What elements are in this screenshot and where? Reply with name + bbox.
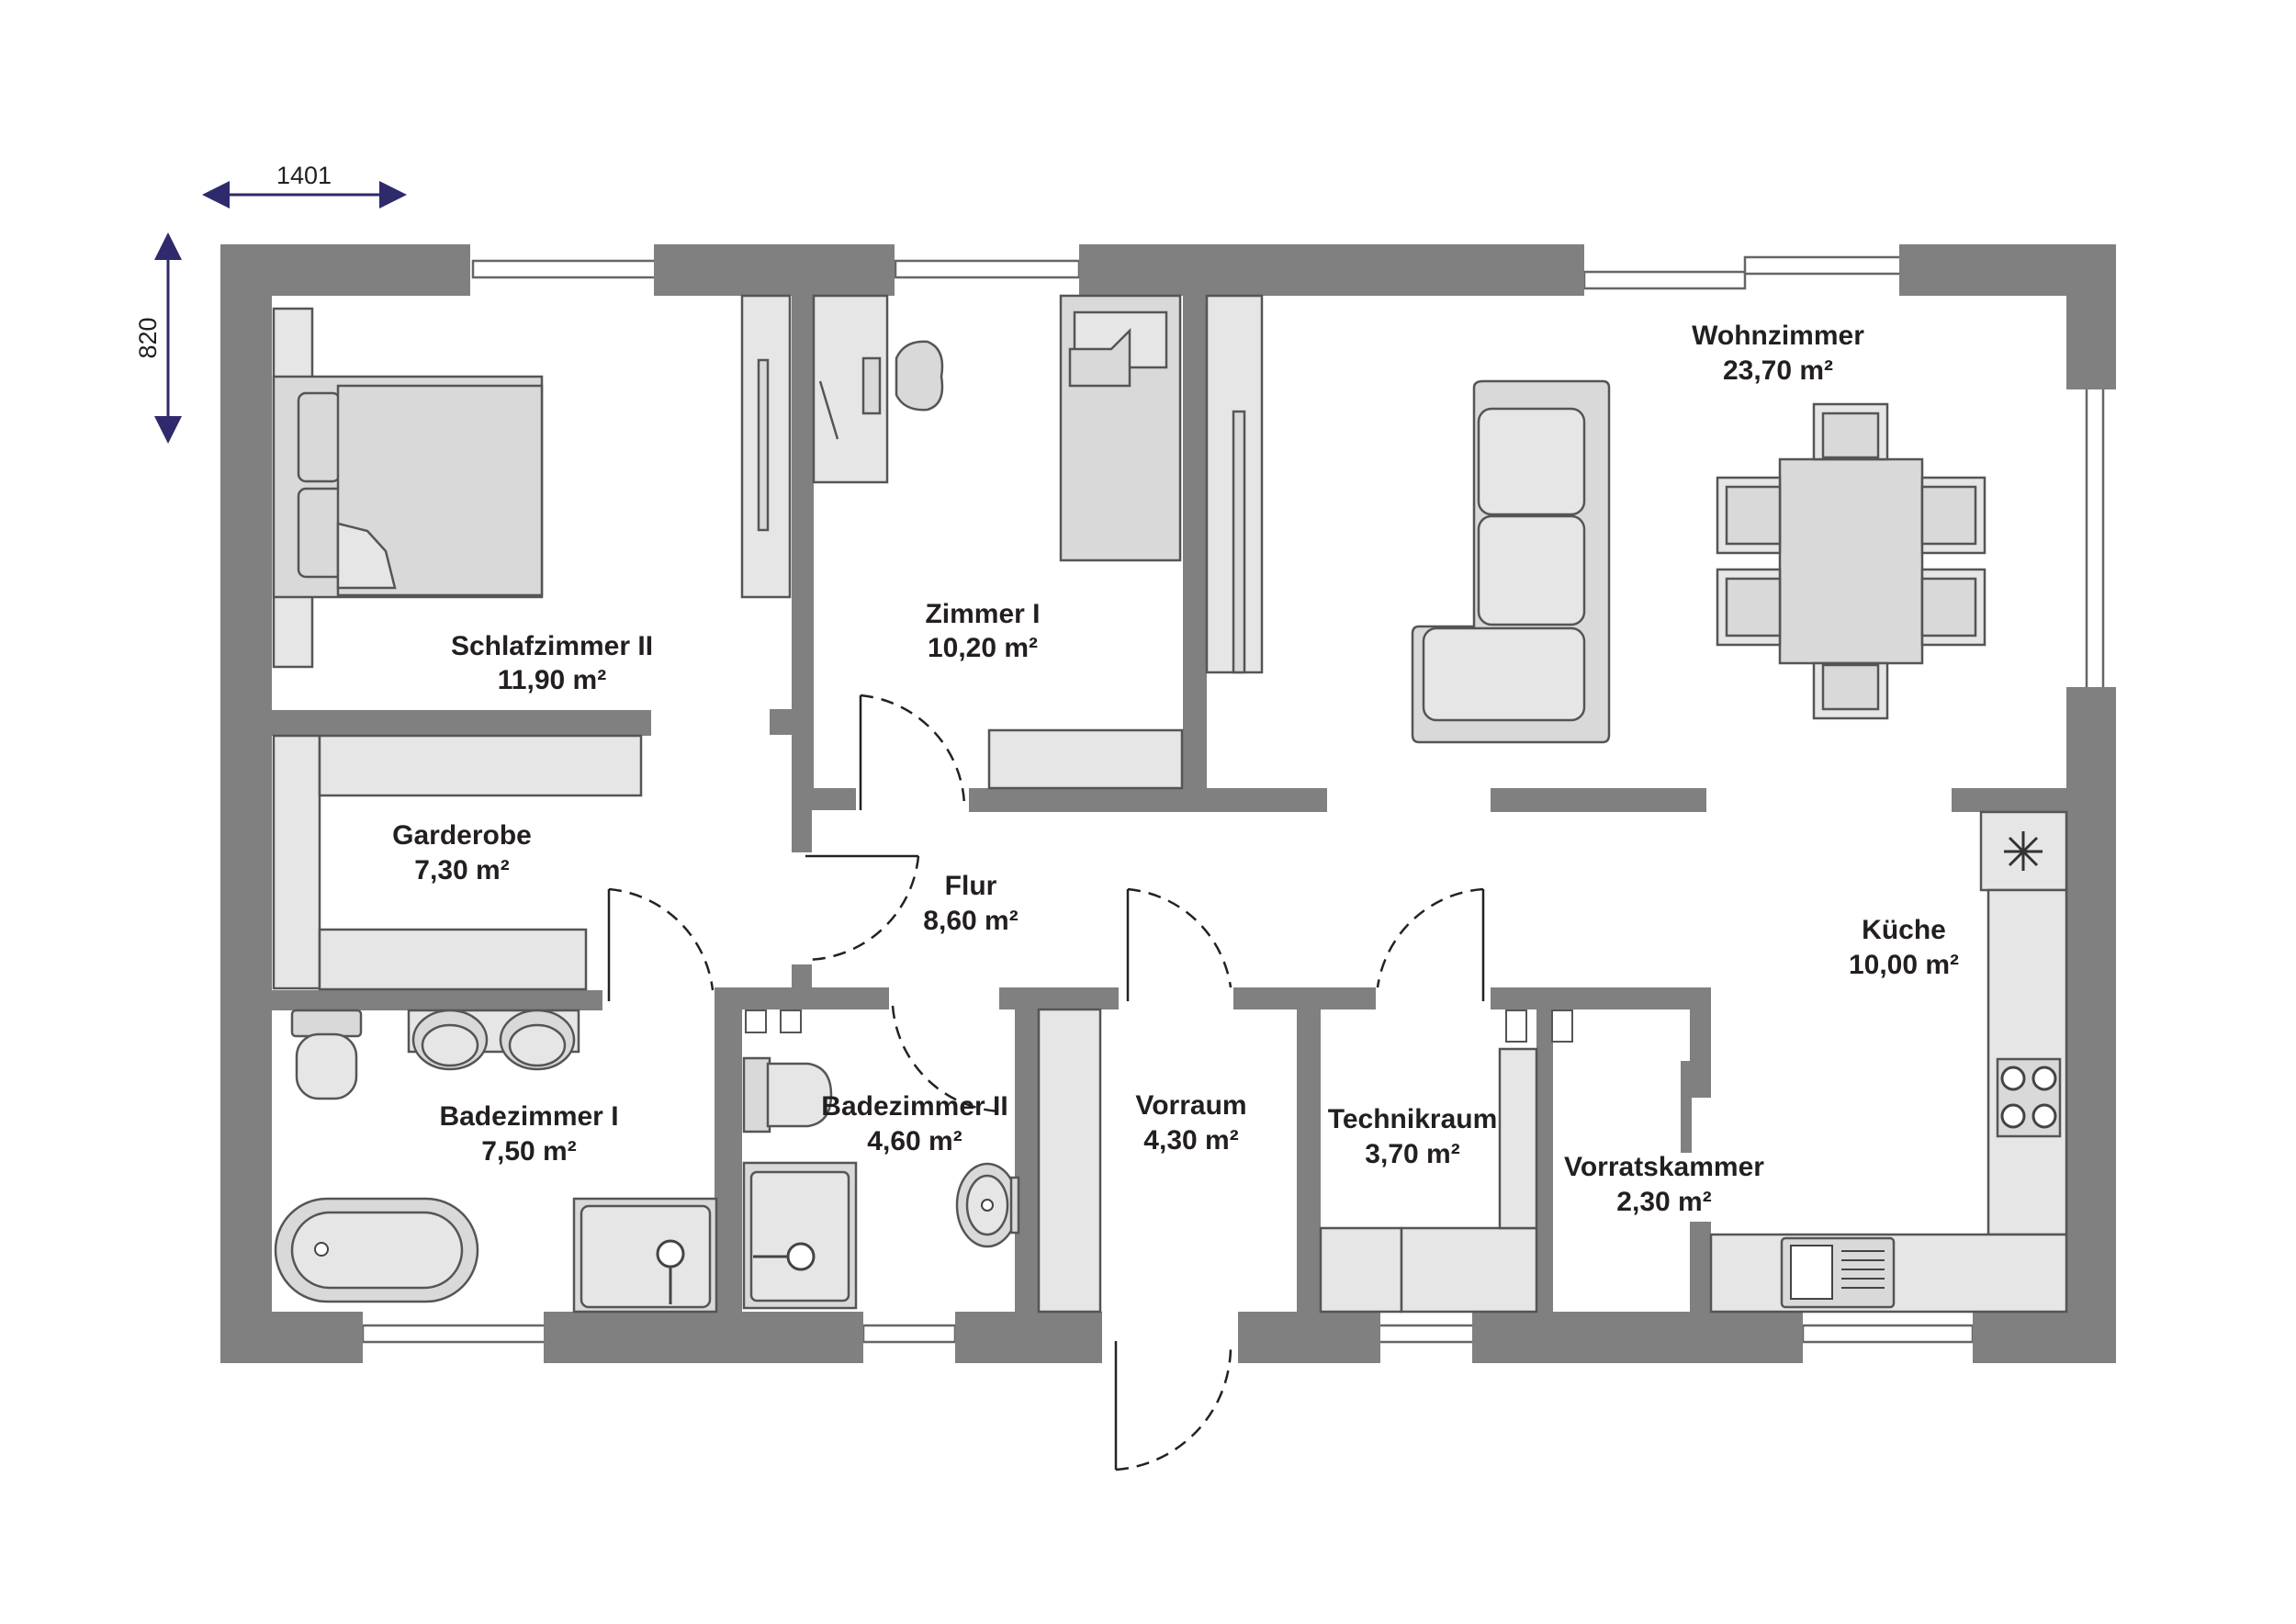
room-name: Schlafzimmer II <box>451 631 653 661</box>
room-name: Flur <box>945 871 997 901</box>
room-area: 7,50 m² <box>481 1136 576 1167</box>
room-label-vorraum: Vorraum 4,30 m² <box>1135 1090 1246 1156</box>
room-label-badezimmer2: Badezimmer II 4,60 m² <box>821 1091 1007 1156</box>
room-label-wohnzimmer: Wohnzimmer 23,70 m² <box>1692 321 1864 386</box>
room-name: Garderobe <box>392 820 532 851</box>
bed <box>272 307 544 669</box>
dimension-width: 1401 <box>202 162 407 209</box>
room-label-schlafzimmer2: Schlafzimmer II 11,90 m² <box>451 631 653 695</box>
walls <box>220 244 2116 1363</box>
room-label-garderobe: Garderobe 7,30 m² <box>392 820 532 885</box>
garderobe-furniture <box>272 734 643 991</box>
badezimmer1-furniture <box>274 1009 718 1314</box>
room-area: 10,00 m² <box>1849 950 1959 980</box>
room-area: 11,90 m² <box>498 665 606 695</box>
room-label-zimmer1: Zimmer I 10,20 m² <box>925 599 1040 663</box>
dimension-height-label: 820 <box>134 317 162 358</box>
room-name: Vorratskammer <box>1564 1152 1764 1182</box>
wohnzimmer-furniture <box>1411 379 1986 744</box>
room-area: 4,30 m² <box>1143 1125 1238 1156</box>
room-name: Technikraum <box>1328 1104 1498 1134</box>
shafts <box>745 1009 1573 1043</box>
room-name: Wohnzimmer <box>1692 321 1864 351</box>
vorraum-furniture <box>1037 1008 1538 1314</box>
room-name: Küche <box>1862 915 1946 945</box>
room-label-kueche: Küche 10,00 m² <box>1849 915 1959 980</box>
room-area: 7,30 m² <box>414 855 509 885</box>
badezimmer2-furniture <box>742 1056 1020 1310</box>
doors <box>607 694 1485 1472</box>
room-label-badezimmer1: Badezimmer I 7,50 m² <box>439 1101 618 1167</box>
dimension-height: 820 <box>134 232 182 444</box>
room-name: Vorraum <box>1135 1090 1246 1121</box>
room-name: Zimmer I <box>925 599 1040 629</box>
room-area: 3,70 m² <box>1365 1139 1459 1169</box>
room-area: 10,20 m² <box>928 633 1038 663</box>
room-label-flur: Flur 8,60 m² <box>923 871 1018 936</box>
room-label-technikraum: Technikraum 3,70 m² <box>1328 1104 1498 1169</box>
room-area: 2,30 m² <box>1616 1187 1711 1217</box>
dimension-width-label: 1401 <box>276 162 332 189</box>
zimmer1-furniture <box>740 294 1264 790</box>
room-area: 4,60 m² <box>867 1126 962 1156</box>
room-label-vorratskammer: Vorratskammer 2,30 m² <box>1564 1152 1764 1217</box>
room-area: 23,70 m² <box>1723 355 1833 386</box>
room-name: Badezimmer II <box>821 1091 1007 1122</box>
room-name: Badezimmer I <box>439 1101 618 1132</box>
windows <box>361 255 2105 1344</box>
room-area: 8,60 m² <box>923 906 1018 936</box>
kueche-furniture <box>1709 810 2068 1314</box>
